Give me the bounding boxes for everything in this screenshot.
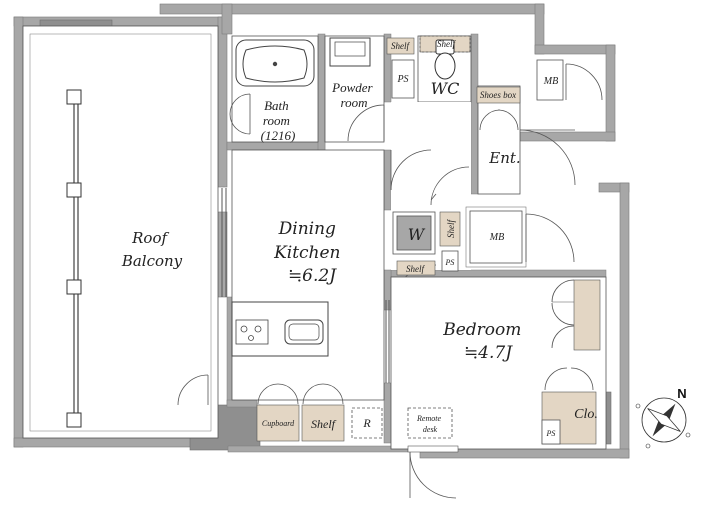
powder-ps-label: PS <box>396 74 408 85</box>
dining-kitchen-label: Dining Kitchen ≒6.2J <box>273 219 346 286</box>
wc-area <box>417 35 472 136</box>
bedroom-area <box>390 276 607 499</box>
mb-lower-area <box>465 206 575 268</box>
dining-kitchen-area <box>221 149 390 401</box>
washer-ps-label: PS <box>445 258 455 267</box>
washer-area <box>392 211 461 276</box>
kitchen-shelf-label: Shelf <box>311 417 337 431</box>
shoes-box-label: Shoes box <box>480 90 516 100</box>
cupboard-label: Cupboard <box>262 419 295 428</box>
bath-room-label: Bath room (1216) <box>261 98 296 143</box>
interior-walls <box>226 33 607 453</box>
kitchen-storage <box>256 383 383 442</box>
north-compass-icon <box>635 397 691 449</box>
roof-balcony-area <box>22 25 219 439</box>
powder-room-label: Powder room <box>331 80 376 110</box>
mb-upper-label: MB <box>543 76 558 87</box>
mb-lower-label: MB <box>489 232 504 243</box>
wc-label: WC <box>431 79 460 98</box>
mb-upper-area <box>536 59 603 101</box>
closet-area <box>541 367 597 445</box>
washer-shelf-label: Shelf <box>446 219 456 238</box>
closet-ps-label: PS <box>546 429 556 438</box>
closet-label: Clo. <box>574 407 598 422</box>
hall-shelf-label: Shelf <box>406 264 425 274</box>
remote-desk-label: Remote desk <box>416 414 443 434</box>
washer-label: W <box>408 225 426 244</box>
bedroom-label: Bedroom ≒4.7J <box>442 320 527 363</box>
roof-balcony-label: Roof Balcony <box>121 229 183 270</box>
compass-north-label: N <box>677 386 686 401</box>
entrance-area <box>476 85 576 195</box>
refrigerator-label: R <box>362 416 371 430</box>
powder-room-area <box>324 35 415 143</box>
entrance-label: Ent. <box>488 149 520 167</box>
powder-shelf-label: Shelf <box>391 41 410 51</box>
bath-room-area <box>229 35 319 143</box>
wc-shelf-label: Shelf <box>437 39 456 49</box>
